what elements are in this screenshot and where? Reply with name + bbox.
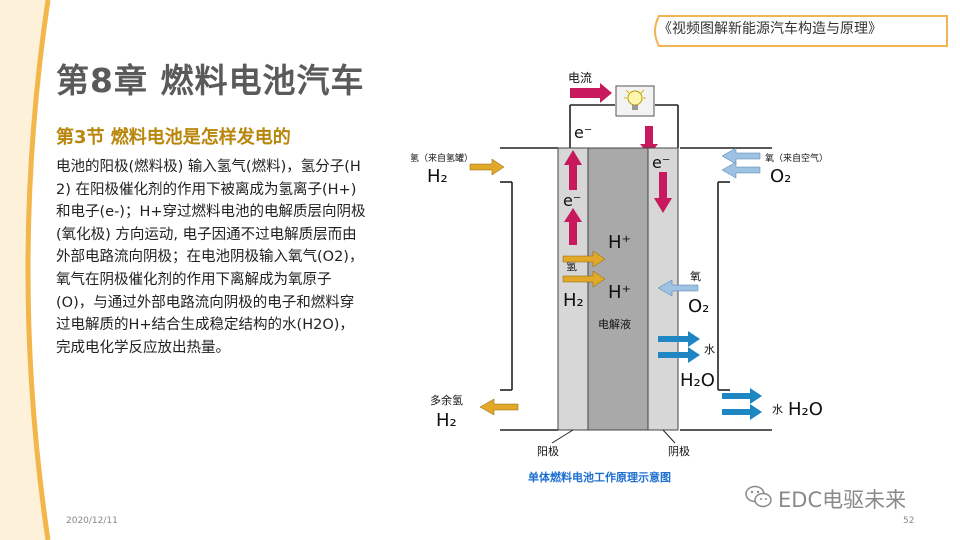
hydrogen-ion-label-2: H⁺ (608, 282, 631, 303)
body-paragraph: 电池的阳极(燃料极) 输入氢气(燃料)，氢分子(H2) 在阳极催化剂的作用下被离… (56, 159, 366, 356)
current-arrow (570, 83, 612, 103)
left-decoration (0, 0, 51, 540)
electrolyte-layer (587, 147, 649, 431)
hydrogen-input-arrow (469, 158, 505, 176)
hydrogen-input-formula: H₂ (427, 166, 448, 187)
fuel-cell-diagram: 电流 e⁻ e⁻ e⁻ H⁺ H⁺ 氢（来自氢罐） H₂ 氢 H₂ 氧（来自空气… (410, 71, 828, 484)
light-bulb-icon (615, 85, 655, 117)
electron-arrow-up-1 (564, 150, 582, 190)
oxygen-input-formula: O₂ (770, 166, 791, 187)
section-title: 第3节 燃料电池是怎样发电的 (56, 127, 291, 148)
electron-label-top: e⁻ (574, 123, 592, 142)
cell-frame-lines (500, 147, 772, 431)
hydrogen-anode-label: 氢 (566, 259, 577, 273)
water-output-arrow-2 (722, 404, 762, 420)
watermark-text: EDC电驱未来 (778, 488, 907, 512)
excess-hydrogen-label: 多余氢 (430, 393, 463, 407)
electron-arrow-up-2 (564, 208, 582, 245)
diagram-caption: 单体燃料电池工作原理示意图 (528, 470, 671, 484)
hydrogen-anode-formula: H₂ (563, 290, 584, 311)
water-cathode-formula: H₂O (680, 370, 715, 391)
oxygen-cathode-arrow (657, 279, 699, 297)
water-output-formula: H₂O (788, 399, 823, 420)
oxygen-cathode-label: 氧 (690, 269, 701, 283)
water-arrow-1 (658, 331, 700, 347)
current-label: 电流 (568, 71, 592, 85)
oxygen-input-arrow-2 (721, 161, 761, 179)
electron-arrow-down-cathode (654, 172, 672, 213)
water-arrow-2 (658, 347, 700, 363)
oxygen-cathode-formula: O₂ (688, 296, 709, 317)
water-output-label: 水 (772, 403, 783, 416)
cathode-label: 阴极 (668, 444, 690, 458)
book-title-badge (654, 15, 948, 47)
footer-date: 2020/12/11 (66, 516, 118, 526)
water-output-arrow-1 (722, 388, 762, 404)
wechat-icon (745, 485, 772, 508)
electron-label-anode: e⁻ (563, 191, 581, 210)
external-circuit (569, 104, 679, 148)
anode-label: 阳极 (537, 444, 559, 458)
hydrogen-source-label: 氢（来自氢罐） (410, 152, 473, 164)
hydrogen-arrow-2 (562, 270, 606, 288)
hydrogen-ion-label-1: H⁺ (608, 232, 631, 253)
footer-page-number: 52 (903, 516, 915, 526)
electrolyte-label: 电解液 (598, 317, 631, 331)
excess-hydrogen-arrow (479, 398, 519, 416)
oxygen-source-label: 氧（来自空气） (765, 152, 828, 164)
oxygen-input-arrow-1 (721, 147, 761, 165)
excess-hydrogen-formula: H₂ (436, 410, 457, 431)
electron-label-cathode: e⁻ (652, 153, 670, 172)
book-title: 《视频图解新能源汽车构造与原理》 (658, 21, 882, 37)
chapter-title: 第8章 燃料电池汽车 (56, 61, 365, 100)
hydrogen-arrow-1 (562, 250, 606, 268)
water-cathode-label: 水 (704, 343, 715, 356)
